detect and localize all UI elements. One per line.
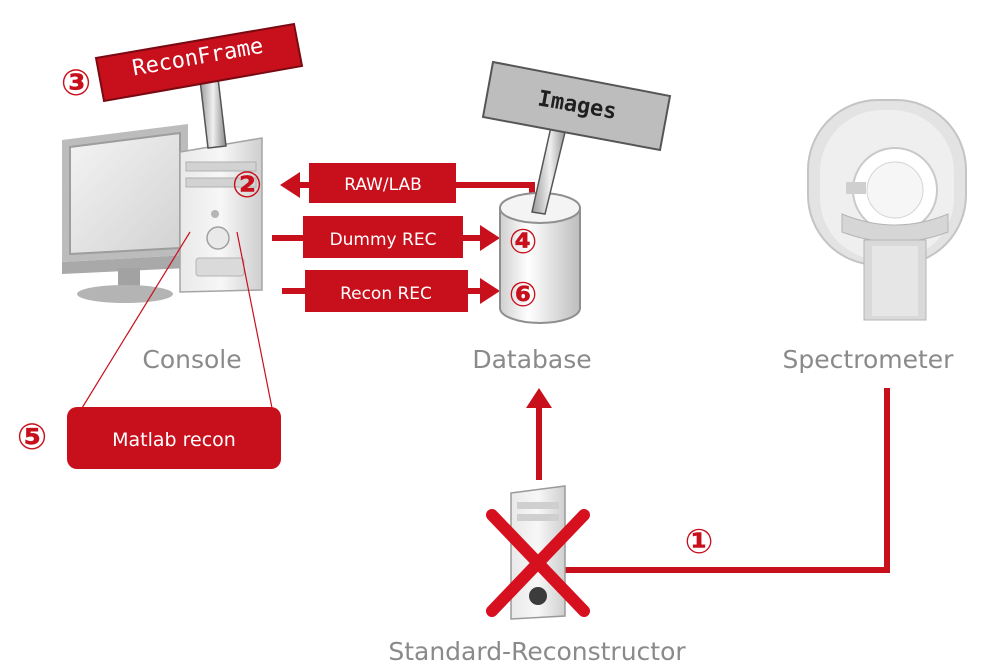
reconstructor-tower-icon (510, 485, 566, 620)
spectrometer-label: Spectrometer (783, 345, 955, 374)
step-3-badge: ③ (61, 63, 91, 104)
step-4-badge: ④ (509, 222, 538, 262)
matlab-recon-box: Matlab recon (67, 407, 281, 469)
images-sign: Images (481, 60, 672, 215)
step-5-badge: ⑤ (17, 417, 47, 458)
recon-rec-label: Recon REC (340, 284, 432, 304)
step-1-badge: ① (685, 522, 714, 562)
matlab-recon-label: Matlab recon (112, 429, 236, 451)
dummy-rec-label: Dummy REC (330, 230, 437, 250)
step-6-badge: ⑥ (509, 275, 538, 315)
step-2-badge: ② (232, 165, 262, 206)
dummy-rec-arrow: Dummy REC (272, 216, 500, 258)
console-label: Console (142, 345, 241, 374)
raw-lab-arrow: RAW/LAB (280, 163, 535, 203)
database-label: Database (472, 345, 591, 374)
standard-reconstructor-label: Standard-Reconstructor (388, 637, 686, 666)
reconstructor-to-database-arrow (526, 388, 552, 480)
disabled-x-icon (486, 509, 590, 617)
raw-lab-label: RAW/LAB (344, 175, 422, 195)
spectrometer-to-reconstructor-line (565, 388, 890, 573)
console-computer-icon (62, 124, 273, 409)
mri-scanner-icon (807, 99, 967, 321)
reconframe-sign: ReconFrame (94, 22, 304, 149)
recon-rec-arrow: Recon REC (282, 270, 500, 312)
